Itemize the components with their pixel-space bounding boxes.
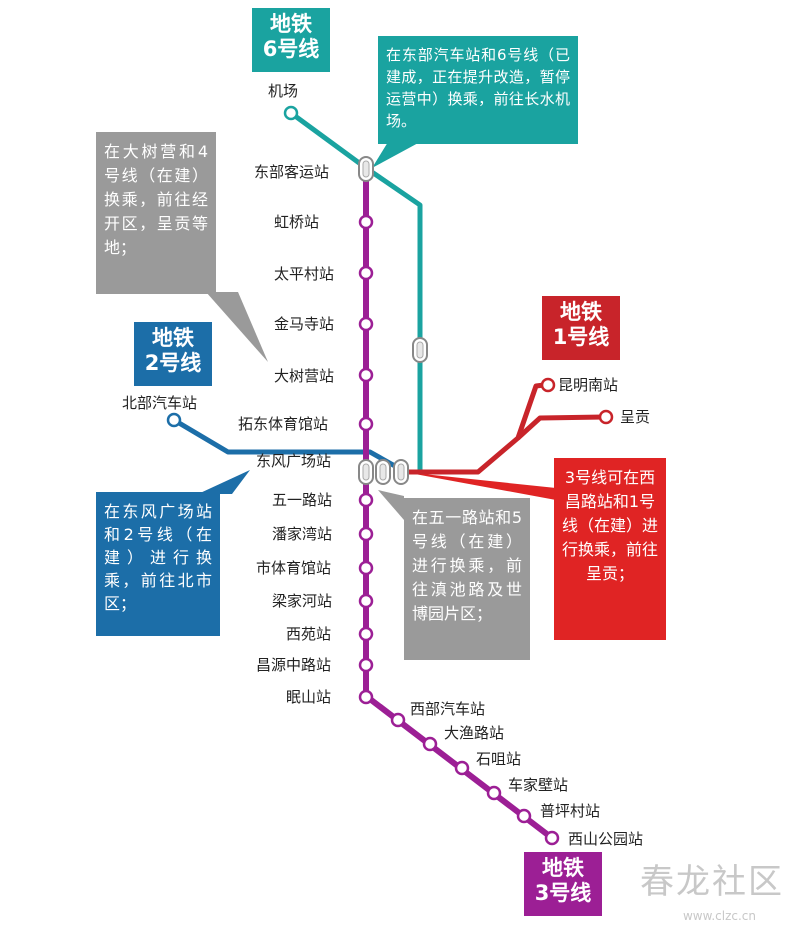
station-dot[interactable] (358, 492, 374, 508)
line1-badge-top: 地铁 (560, 300, 602, 324)
station-dot[interactable] (358, 265, 374, 281)
station-label-chenggong: 呈贡 (620, 408, 651, 426)
station-dot[interactable] (454, 760, 470, 776)
station-dot[interactable] (358, 367, 374, 383)
station-label-panjiawan: 潘家湾站 (272, 525, 333, 543)
interchange-dongfengguangchang[interactable] (358, 459, 409, 485)
station-label-xibuqiche: 西部汽车站 (410, 700, 486, 718)
station-dot[interactable] (358, 626, 374, 642)
red-note-pointer (404, 472, 556, 500)
station-label-shiju: 石咀站 (476, 750, 522, 768)
station-dot[interactable] (358, 560, 374, 576)
line2-badge-top: 地铁 (152, 326, 194, 350)
station-label-xishangongyuan: 西山公园站 (568, 830, 644, 848)
station-label-dashuying: 大树营站 (274, 367, 335, 385)
line1-badge: 地铁 1号线 (542, 296, 620, 360)
station-label-mianshan: 眠山站 (286, 688, 332, 706)
station-label-tuodongtiyuguan: 拓东体育馆站 (238, 415, 329, 433)
station-dot[interactable] (358, 689, 374, 705)
line6-badge: 地铁 6号线 (252, 8, 330, 72)
station-label-changyuanzhonglu: 昌源中路站 (256, 656, 332, 674)
watermark-logo: 春龙社区 (640, 862, 784, 902)
line6-badge-bottom: 6号线 (262, 37, 320, 61)
gray-mid-note-pointer (378, 490, 404, 520)
station-label-dongbukeyun: 东部客运站 (254, 163, 330, 181)
station-dot[interactable] (283, 105, 299, 121)
station-label-pupingcun: 普坪村站 (540, 802, 601, 820)
station-dot[interactable] (358, 316, 374, 332)
station-dot[interactable] (358, 593, 374, 609)
station-label-jichang: 机场 (268, 82, 299, 100)
station-dot[interactable] (166, 412, 182, 428)
station-label-beibuqiche: 北部汽车站 (122, 394, 198, 412)
station-label-jinmasi: 金马寺站 (274, 315, 335, 333)
station-label-dongfengguangchang: 东风广场站 (256, 452, 332, 470)
station-label-kunmingnan: 昆明南站 (558, 376, 619, 394)
interchange-line6-mid[interactable] (412, 337, 428, 363)
line3-badge-top: 地铁 (542, 856, 584, 880)
station-label-xiyuan: 西苑站 (286, 625, 332, 643)
blue-note: 在东风广场站和2号线（在建）进行换乘，前往北市区； (96, 492, 220, 636)
line3-badge-bottom: 3号线 (534, 881, 592, 905)
station-dot[interactable] (422, 736, 438, 752)
line3-badge: 地铁 3号线 (524, 852, 602, 916)
line1-badge-bottom: 1号线 (552, 325, 610, 349)
line2-badge-bottom: 2号线 (144, 351, 202, 375)
line1-branch (516, 414, 605, 440)
red-note: 3号线可在西昌路站和1号线（在建）进行换乘，前往呈贡； (554, 458, 666, 640)
teal-note: 在东部汽车站和6号线（已建成，正在提升改造，暂停运营中）换乘，前往长水机场。 (378, 36, 578, 144)
line3-stations (358, 214, 560, 846)
station-dot[interactable] (598, 409, 614, 425)
gray-top-note: 在大树营和4号线（在建）换乘，前往经开区，呈贡等地； (96, 132, 216, 294)
station-label-liangjiahe: 梁家河站 (272, 592, 333, 610)
interchange-dongbukeyun[interactable] (358, 156, 374, 182)
station-label-taipingcun: 太平村站 (274, 265, 335, 283)
teal-note-pointer (372, 142, 420, 168)
gray-top-note-pointer (206, 292, 268, 362)
station-dot[interactable] (516, 808, 532, 824)
station-dot[interactable] (358, 657, 374, 673)
gray-mid-note: 在五一路站和5号线（在建）进行换乘，前往滇池路及世博园片区； (404, 498, 530, 660)
station-dot[interactable] (544, 830, 560, 846)
line6-badge-top: 地铁 (270, 12, 312, 36)
station-dot[interactable] (358, 416, 374, 432)
station-dot[interactable] (358, 526, 374, 542)
station-label-shitiyuguan: 市体育馆站 (256, 559, 332, 577)
station-dot[interactable] (540, 377, 556, 393)
station-label-hongqiao: 虹桥站 (274, 213, 320, 231)
station-label-wuyilu: 五一路站 (272, 491, 333, 509)
station-dot[interactable] (358, 214, 374, 230)
station-label-chejiabi: 车家壁站 (508, 776, 569, 794)
watermark-url: www.clzc.cn (682, 909, 756, 923)
line2-badge: 地铁 2号线 (134, 322, 212, 386)
station-dot[interactable] (486, 785, 502, 801)
station-dot[interactable] (390, 712, 406, 728)
blue-note-pointer (198, 470, 250, 494)
station-label-dayulu: 大渔路站 (444, 724, 505, 742)
